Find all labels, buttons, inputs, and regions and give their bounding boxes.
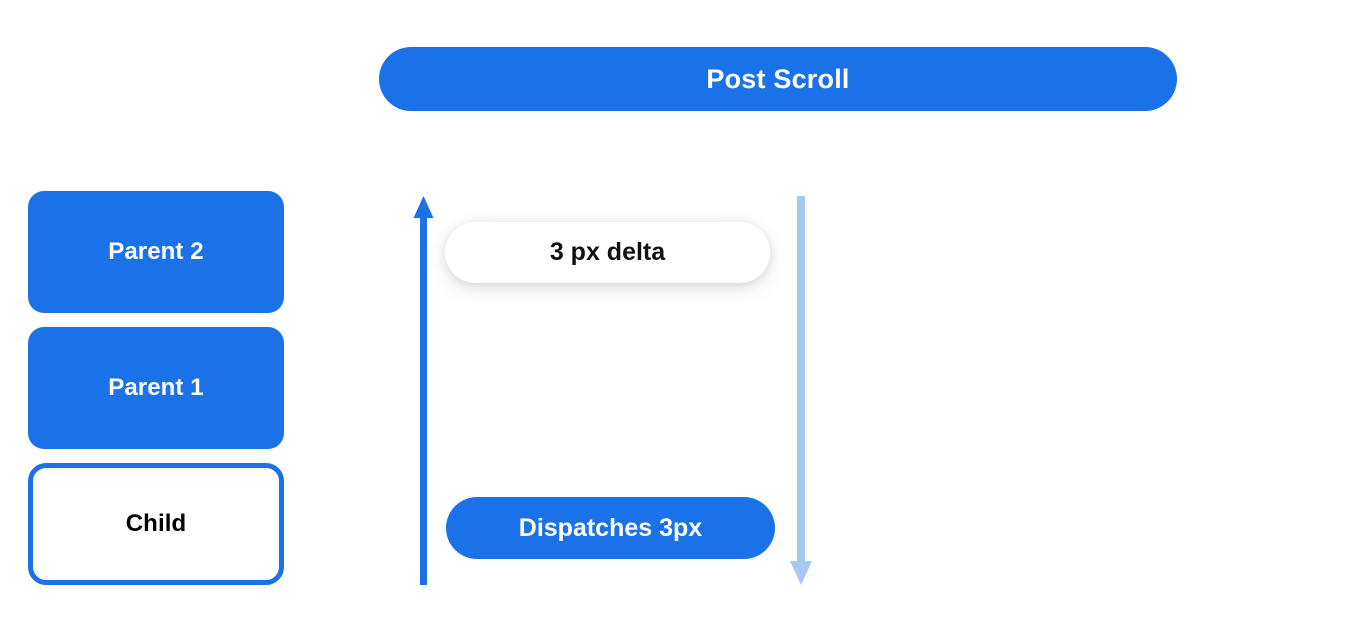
page-title: Post Scroll bbox=[706, 63, 850, 94]
bubble-up-arrow-icon bbox=[413, 196, 434, 585]
post-scroll-header: Post Scroll bbox=[379, 47, 1177, 111]
node-stack: Parent 2 Parent 1 Child bbox=[28, 191, 284, 585]
node-parent-1-label: Parent 1 bbox=[108, 374, 204, 401]
node-parent-2-label: Parent 2 bbox=[108, 238, 204, 265]
node-child-label: Child bbox=[125, 510, 187, 537]
delta-callout-label: 3 px delta bbox=[549, 238, 666, 266]
node-parent-1[interactable]: Parent 1 bbox=[28, 327, 284, 449]
dispatch-callout-label: Dispatches 3px bbox=[518, 513, 703, 542]
dispatch-callout: Dispatches 3px bbox=[446, 497, 775, 559]
scroll-down-arrow-icon bbox=[790, 196, 812, 585]
node-child[interactable]: Child bbox=[28, 463, 284, 585]
node-parent-2[interactable]: Parent 2 bbox=[28, 191, 284, 313]
delta-callout: 3 px delta bbox=[445, 222, 770, 283]
